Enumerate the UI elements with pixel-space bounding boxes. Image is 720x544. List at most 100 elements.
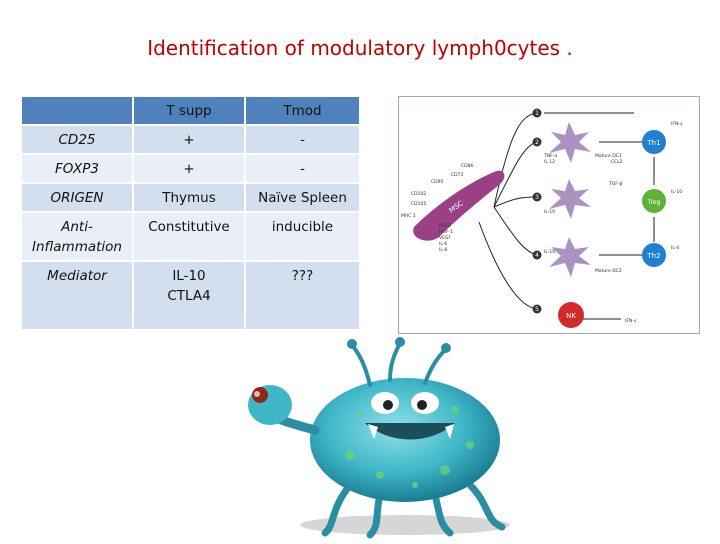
spot [440,465,450,475]
spot [451,406,459,414]
msc-cell: MSC [413,170,505,241]
cell-tmod: - [244,153,361,184]
row-label: Anti-Inflammation [20,211,134,262]
badge-1-dot [532,108,542,118]
dc-top [549,122,591,163]
comparison-table: T supp Tmod CD25 + - FOXP3 + - ORIGEN Th… [20,95,361,331]
table-row-anti-inflammation: Anti-Inflammation Constitutive inducible [20,211,361,262]
table-corner-cell [20,95,134,126]
cytokine-tnf: TNF-α [543,153,557,159]
badge-2: 2 [535,139,539,146]
row-label: FOXP3 [20,153,134,184]
leg-1 [321,481,354,537]
cell-t-supp: Constitutive [132,211,246,262]
left-pupil [383,400,393,410]
spot [376,471,384,479]
row-label: CD25 [20,124,134,155]
nk-label: NK [566,312,576,320]
nk-cell [558,302,584,328]
connector-1 [493,112,538,208]
connector-3 [493,196,538,208]
th2-label: Th2 [646,252,660,260]
dc-bottom [549,237,591,277]
badge-4: 4 [535,252,539,259]
secreted-2: VEGF [439,235,451,241]
badge-4-dot [532,250,542,260]
secreted-1: HGF-1 [439,229,453,235]
antenna-tips [347,337,451,353]
antenna-1 [350,343,372,387]
leg-2 [366,491,384,539]
leg-4 [466,481,506,531]
antenna-tip [347,339,357,349]
immunomodulation-diagram: MSC CD86 CD73 CD90 CD102 CD105 MHC 1 PGE… [398,96,700,334]
dc-middle [549,179,591,219]
header-tmod: Tmod [244,95,361,126]
table-row-origen: ORIGEN Thymus Naïve Spleen [20,182,361,213]
antenna-tip [395,337,405,347]
msc-markers: CD86 CD73 CD90 CD102 CD105 MHC 1 [401,163,473,219]
mature-dc-top: Mature DC1 [595,153,622,159]
monster-mouth [365,423,455,440]
table-row-mediator: Mediator IL-10 CTLA4 ??? [20,260,361,331]
connector-5 [478,221,538,310]
badge-3-dot [532,192,542,202]
cell-t-supp: + [132,124,246,155]
marker-0: CD86 [461,163,473,169]
badge-2-dot [532,137,542,147]
tooth [445,424,454,439]
club-highlight [254,391,260,397]
table-header-row: T supp Tmod [20,95,361,126]
monster-spots [345,406,474,488]
spot [466,441,474,449]
secreted-3: IL-6 [439,241,447,247]
cell-t-supp: Thymus [132,182,246,213]
cytokine-ccl: CCL2 [611,159,623,165]
number-badges: 1 2 3 4 5 [532,108,542,314]
cytokine-labels: IFN-γ TNF-α IL 12 Mature DC1 CCL2 IL-10 … [543,121,683,324]
th2-cell [642,243,666,267]
monster-club [248,385,292,425]
badge-1: 1 [535,110,539,117]
connector-4 [493,206,538,256]
cell-tmod: inducible [244,211,361,262]
cell-tmod: ??? [244,260,361,331]
cytokine-tgf: TGF-β [608,181,622,187]
secreted-0: PGE2 [439,223,451,229]
monster-shadow [300,515,510,535]
marker-1: CD73 [451,172,463,178]
th1-label: Th1 [646,139,660,147]
header-t-supp: T supp [132,95,246,126]
mature-dc-bottom: Mature DC2 [595,268,622,274]
antenna-3 [423,347,448,385]
msc-body [413,170,505,241]
secreted-4: IL-8 [439,247,447,253]
right-pupil [417,400,427,410]
diagram-connectors [478,112,655,320]
antenna-2 [388,341,402,382]
germ-monster-illustration [240,335,540,540]
monster-body [310,378,500,502]
table-row-cd25: CD25 + - [20,124,361,155]
treg-cell [642,189,666,213]
cytokine-il10-low: IL-10 [544,249,555,255]
marker-4: CD105 [411,201,426,207]
badge-3: 3 [535,194,539,201]
cytokine-il10-right: IL-10 [671,189,682,195]
badge-5-dot [532,304,542,314]
th1-cell [642,130,666,154]
cell-tmod: Naïve Spleen [244,182,361,213]
cytokine-il10-mid: IL-10 [544,209,555,215]
monster-teeth [368,424,454,439]
secreted-factors: PGE2 HGF-1 VEGF IL-6 IL-8 [439,223,453,253]
slide-title: Identification of modulatory lymph0cytes… [147,36,573,60]
row-label: ORIGEN [20,182,134,213]
spot [345,450,355,460]
antenna-tip [441,343,451,353]
marker-5: MHC 1 [401,213,416,219]
cell-t-supp: IL-10 CTLA4 [132,260,246,331]
cell-t-supp: + [132,153,246,184]
monster-eyes [371,392,439,414]
cytokine-ifn-top: IFN-γ [671,121,683,127]
dendritic-cells [549,122,591,277]
